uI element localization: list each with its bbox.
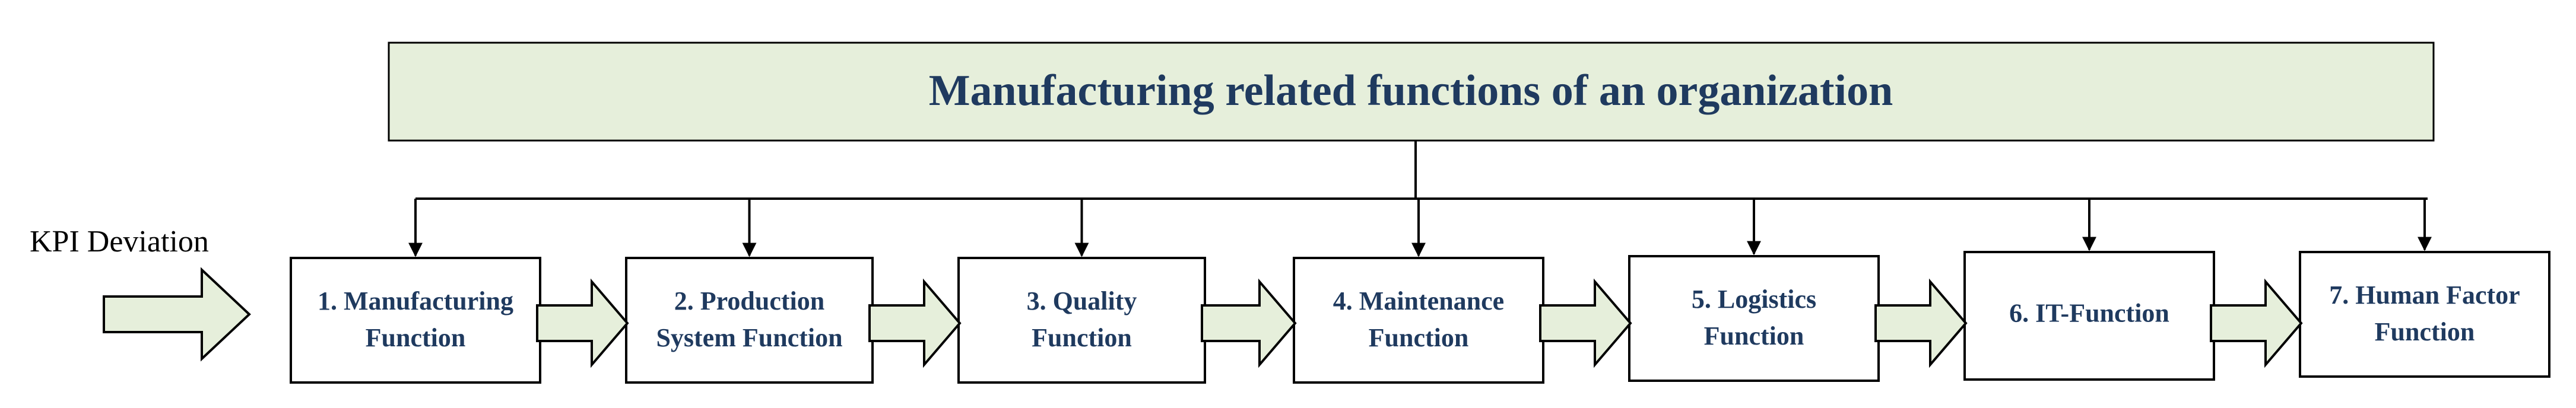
drop-arrows xyxy=(408,199,2432,257)
function-label-line1: 2. Production xyxy=(674,286,824,315)
function-label-line2: Function xyxy=(2375,317,2475,346)
function-label-line2: Function xyxy=(1369,323,1469,352)
flow-arrow-6-to-7 xyxy=(2210,278,2303,368)
function-label-line2: Function xyxy=(1032,323,1132,352)
flow-arrow-3-to-4 xyxy=(1201,278,1297,368)
function-label-line1: 6. IT-Function xyxy=(2009,299,2169,328)
function-label-line2: Function xyxy=(1704,321,1804,350)
function-label-line2: System Function xyxy=(656,323,842,352)
between-arrows xyxy=(536,278,2303,368)
function-box-rect xyxy=(1628,255,1880,382)
function-label-line1: 3. Quality xyxy=(1027,286,1137,315)
function-label-line1: 1. Manufacturing xyxy=(318,286,513,315)
kpi-input-arrow xyxy=(103,267,251,362)
flow-arrow-2-to-3 xyxy=(868,278,962,368)
title-box xyxy=(388,42,2435,142)
flow-arrow-5-to-6 xyxy=(1874,278,1968,368)
function-label-line1: 5. Logistics xyxy=(1692,285,1816,314)
kpi-deviation-label: KPI Deviation xyxy=(30,225,209,259)
flow-arrow-4-to-5 xyxy=(1539,278,1632,368)
function-label-line1: 4. Maintenance xyxy=(1333,286,1504,315)
function-box-rect xyxy=(1963,251,2215,381)
function-box-6: 6. IT-Function xyxy=(1963,251,2215,381)
title-box-group: Manufacturing related functions of an or… xyxy=(388,42,2435,142)
diagram-title: Manufacturing related functions of an or… xyxy=(929,66,1893,115)
function-label-line1: 7. Human Factor xyxy=(2329,280,2520,310)
flow-arrow-1-to-2 xyxy=(536,278,629,368)
function-box-rect xyxy=(290,257,541,384)
function-box-rect xyxy=(625,257,874,384)
function-box-rect xyxy=(957,257,1206,384)
function-box-rect xyxy=(2299,251,2550,378)
distribution-connectors xyxy=(415,141,2428,200)
function-label-line2: Function xyxy=(366,323,466,352)
function-box-rect xyxy=(1293,257,1544,384)
